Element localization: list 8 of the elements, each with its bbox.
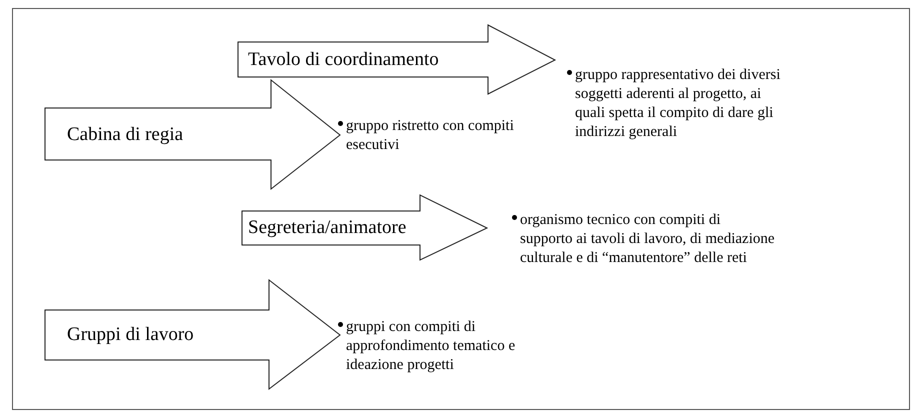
arrow-label: Gruppi di lavoro	[67, 325, 194, 344]
arrow-label: Segreteria/animatore	[248, 218, 406, 237]
description-text: organismo tecnico con compiti di supporto ai tavoli di lavoro, di mediazione culturale e di “manutentore” delle reti	[520, 211, 775, 268]
arrow-label: Cabina di regia	[67, 125, 184, 144]
description-text: gruppo ristretto con compiti esecutivi	[346, 117, 515, 155]
arrow-label: Tavolo di coordinamento	[248, 50, 439, 69]
description-text: gruppi con compiti di approfondimento tematico e ideazione progetti	[346, 318, 516, 375]
description-text: gruppo rappresentativo dei diversi soggetti aderenti al progetto, ai quali spetta il compito di dare gli indirizzi generali	[575, 66, 782, 142]
